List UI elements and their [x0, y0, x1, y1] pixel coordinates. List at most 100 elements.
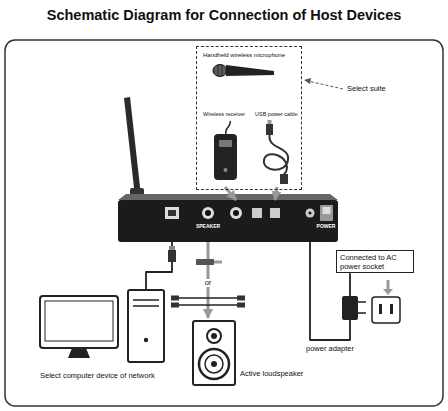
receiver-picture: [219, 140, 232, 147]
rca-cable: [171, 303, 179, 308]
usb-cable-picture: [280, 174, 288, 184]
rca-cable: [171, 296, 245, 308]
receiver-picture: [214, 134, 237, 180]
wireless-receiver: Wireless receiver: [201, 109, 251, 187]
callout-arrow: [383, 289, 393, 295]
port-label: SPEAKER: [196, 224, 220, 230]
callout-leader: [304, 78, 311, 84]
power-adapter: [358, 301, 366, 303]
power-adapter: [342, 296, 358, 320]
computer-picture: [45, 301, 113, 341]
host-port: [320, 205, 333, 221]
power-adapter: [342, 296, 366, 320]
network-plug: [169, 246, 175, 250]
host-port: [252, 208, 262, 218]
device-label: Active loudspeaker: [240, 370, 303, 379]
microphone-picture: [220, 65, 221, 76]
wall-socket: [390, 304, 393, 314]
host-port: [270, 208, 280, 218]
host-port: [168, 210, 176, 216]
wall-socket: [372, 297, 400, 323]
rca-cable: [237, 303, 245, 308]
outer-frame: [5, 40, 443, 406]
loudspeaker-picture: [199, 349, 229, 379]
computer-picture: [128, 290, 164, 362]
host-device-body: [118, 194, 338, 242]
host-port: [306, 209, 315, 218]
usb-cable-picture: [264, 120, 288, 184]
wall-socket: [379, 304, 382, 314]
host-port: [165, 207, 179, 219]
suite-frame: Handheld wireless microphoneWireless rec…: [196, 46, 302, 190]
loudspeaker-picture: [205, 355, 223, 373]
receiver-picture: [224, 168, 228, 172]
port-label: POWER: [317, 224, 336, 230]
callout-text: Connected to AC power socket: [340, 254, 410, 271]
host-port: [230, 207, 242, 219]
microphone: Handheld wireless microphone: [201, 51, 299, 85]
power-adapter: [358, 312, 366, 314]
callout-arrow: [383, 280, 393, 295]
cable: [146, 242, 172, 289]
computer-picture: [40, 290, 164, 362]
network-plug: [168, 250, 176, 262]
microphone-picture: [226, 65, 274, 76]
antenna: [124, 97, 141, 197]
wall-socket: [372, 297, 400, 323]
part-label: Handheld wireless microphone: [203, 52, 285, 59]
computer-picture: [133, 305, 159, 307]
microphone-picture: [216, 66, 217, 75]
loudspeaker-picture: [211, 333, 217, 339]
host-device-body: [118, 200, 338, 242]
loudspeaker-picture: [193, 321, 235, 385]
receiver-picture: [214, 121, 237, 180]
connection-arrow: [225, 187, 236, 200]
callout-label: Select suite: [347, 85, 386, 94]
computer: Select computer device of network: [36, 289, 170, 386]
rca-cable: [171, 296, 179, 301]
callout-leader: [310, 82, 343, 90]
microphone-picture: [224, 66, 225, 75]
host-port: [323, 207, 331, 214]
callout-arrow: [387, 280, 390, 289]
computer-picture: [144, 338, 148, 342]
antenna: [124, 97, 144, 198]
host-port: [202, 207, 214, 219]
host-device: SPEAKER POWER: [118, 200, 338, 242]
loudspeaker-picture: [193, 321, 235, 385]
edge-label: power adapter: [304, 345, 356, 354]
computer-picture: [133, 299, 159, 301]
callout-box: Connected to AC power socket: [336, 250, 414, 273]
part-label: Wireless receiver: [203, 111, 245, 117]
edge-label: or: [203, 279, 214, 288]
device-label: Select computer device of network: [40, 372, 155, 381]
microphone-picture: [213, 65, 227, 77]
rca-cable: [178, 304, 238, 306]
usb-cable-picture: [268, 120, 272, 124]
usb-cable-picture: [264, 135, 288, 174]
computer-picture: [40, 296, 118, 348]
audio-plug: [196, 259, 214, 265]
rca-cable: [237, 296, 245, 301]
network-plug: [168, 246, 176, 262]
receiver-picture: [226, 121, 231, 134]
audio-plug: [196, 259, 222, 265]
part-label: USB power cable: [255, 111, 298, 117]
rca-cable: [178, 297, 238, 299]
host-port: [205, 210, 211, 216]
usb-cable-picture: [266, 124, 273, 135]
loudspeaker: Active loudspeaker: [190, 318, 306, 388]
host-device-body: [118, 194, 338, 200]
computer-picture: [68, 348, 90, 358]
microphone-picture: [213, 65, 274, 77]
usb-cable: USB power cable: [253, 109, 301, 187]
audio-plug: [214, 261, 222, 264]
loudspeaker-picture: [211, 361, 217, 367]
host-port: [165, 205, 333, 221]
host-port: [309, 212, 312, 215]
host-port: [233, 210, 239, 216]
